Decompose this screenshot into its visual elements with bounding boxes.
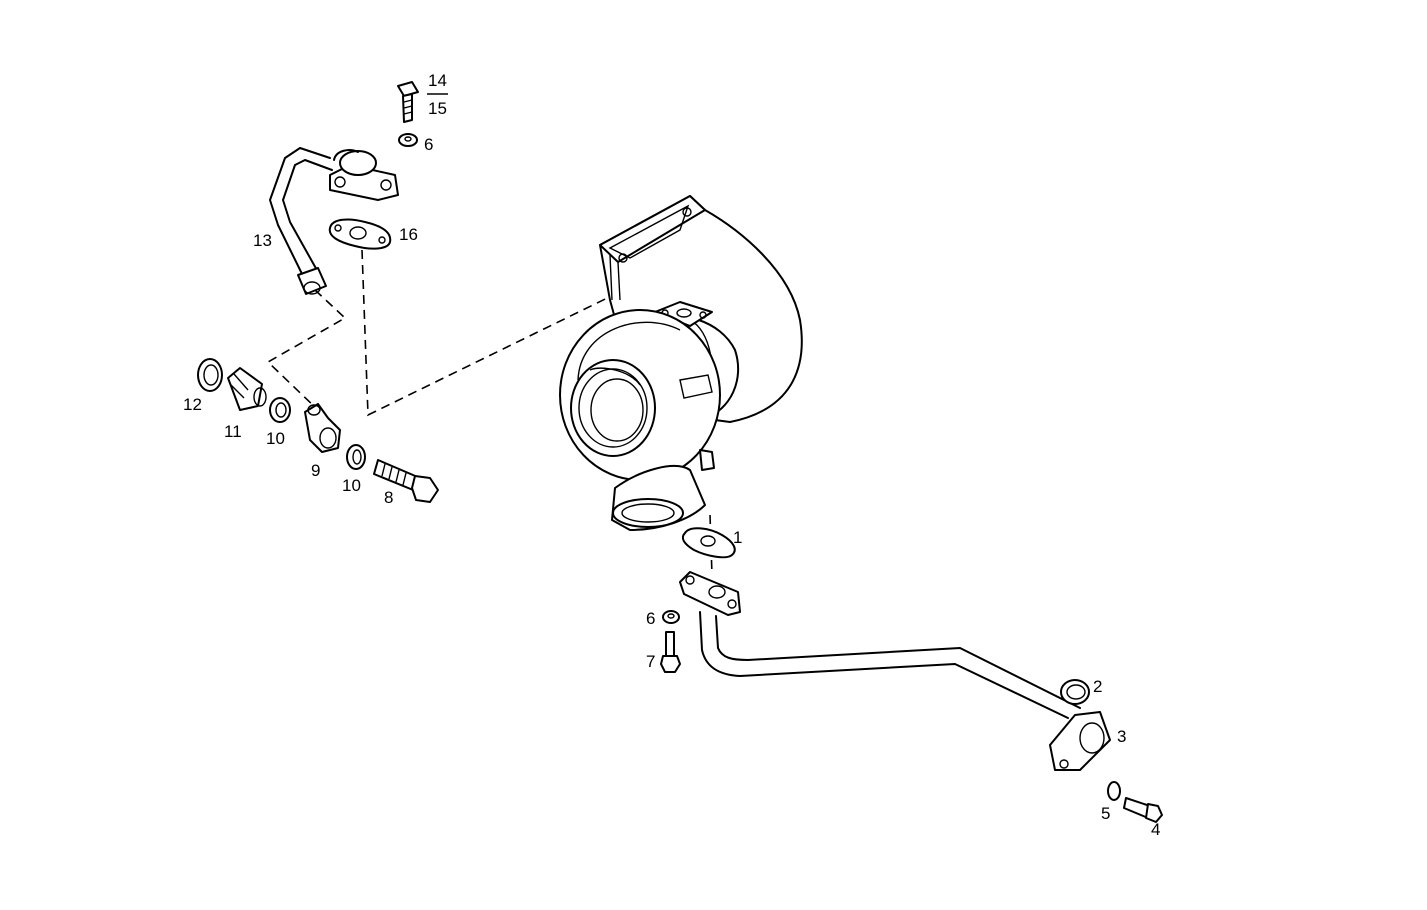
gasket-1 <box>681 527 736 559</box>
label-8: 8 <box>384 488 393 507</box>
oil-feed-pipe <box>269 147 399 295</box>
label-10-right: 10 <box>342 476 361 495</box>
washer-6-lower <box>662 610 680 624</box>
label-15: 15 <box>428 99 447 118</box>
label-10-left: 10 <box>266 429 285 448</box>
label-7: 7 <box>646 652 655 671</box>
label-13: 13 <box>253 231 272 250</box>
label-4: 4 <box>1151 820 1160 839</box>
label-14: 14 <box>428 71 447 90</box>
adapter-11 <box>227 367 267 411</box>
washer-6-upper <box>398 133 418 147</box>
bolt-14-15 <box>397 81 419 123</box>
label-11: 11 <box>224 422 242 441</box>
bolt-7 <box>660 631 681 673</box>
label-1: 1 <box>733 528 742 547</box>
label-3: 3 <box>1117 727 1126 746</box>
label-12: 12 <box>183 395 202 414</box>
bolt-4 <box>1123 797 1163 823</box>
seal-ring-2 <box>1060 679 1090 705</box>
label-9: 9 <box>311 461 320 480</box>
label-6-upper: 6 <box>424 135 433 154</box>
banjo-fitting-9 <box>304 403 341 453</box>
gasket-16 <box>328 218 392 250</box>
callout-labels: 1 2 3 4 5 6 6 7 8 9 10 10 11 12 13 14 15… <box>183 71 1160 839</box>
washer-10-right <box>346 444 366 470</box>
seal-ring-12 <box>197 358 223 392</box>
label-5: 5 <box>1101 804 1110 823</box>
oil-return-pipe <box>679 571 1111 771</box>
washer-10-left <box>269 397 291 423</box>
label-6-lower: 6 <box>646 609 655 628</box>
washer-5 <box>1107 781 1121 801</box>
turbocharger-body <box>559 195 803 531</box>
label-16: 16 <box>399 225 418 244</box>
banjo-bolt-8 <box>373 459 439 503</box>
label-2: 2 <box>1093 677 1102 696</box>
